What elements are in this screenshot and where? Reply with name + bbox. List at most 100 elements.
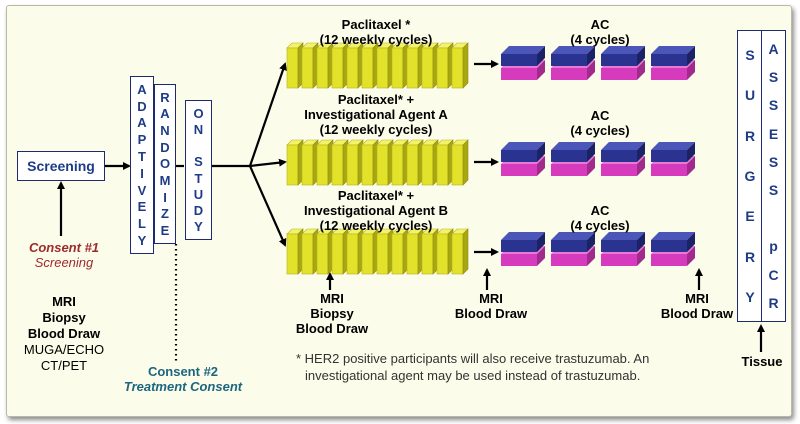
paclitaxel-cycle [421,228,439,275]
timepoint-line: Biopsy [310,306,354,321]
on-study-letter: U [193,186,204,202]
arm-1-title: Paclitaxel * (12 weekly cycles) [296,17,456,47]
adaptively-letter: A [137,81,147,97]
paclitaxel-cycle [331,228,349,275]
footnote: * HER2 positive participants will also r… [296,350,736,384]
paclitaxel-cycle [421,42,439,89]
ac-cycle [501,232,545,266]
arm-title-line: (12 weekly cycles) [319,122,433,137]
procedure-item: Biopsy [42,310,86,325]
paclitaxel-arms [286,42,469,275]
consent-1-title: Consent #1 [28,240,100,255]
paclitaxel-cycle [391,228,409,275]
randomize-letter: N [160,123,170,139]
arm-title-line: (12 weekly cycles) [319,32,433,47]
timepoint-line: Blood Draw [295,321,369,336]
adaptively-letter: P [137,132,147,148]
tissue-label: Tissue [741,354,783,369]
ac-label-line: AC [590,203,610,218]
assess-letter: C [768,266,779,283]
footnote-line-2: investigational agent may be used instea… [305,368,641,383]
baseline-procedures: MRI Biopsy Blood Draw MUGA/ECHO CT/PET [14,294,114,374]
paclitaxel-arm-3 [286,228,469,275]
assess-letter: S [768,69,779,86]
timepoint-line: MRI [685,291,709,306]
adaptively-letter: Y [137,233,147,249]
paclitaxel-cycle [406,228,424,275]
ac-cycle [601,232,645,266]
ac-cycle [651,46,695,80]
arrow-branch-1 [248,62,287,167]
paclitaxel-cycle [301,139,319,186]
paclitaxel-cycle [451,228,469,275]
paclitaxel-cycle [286,139,304,186]
paclitaxel-cycle [421,139,439,186]
ac-label-line: (4 cycles) [570,123,630,138]
paclitaxel-cycle [391,139,409,186]
adaptively-letter: V [137,182,147,198]
arm-title-line: Paclitaxel* + [337,188,415,203]
ac-cycle [501,46,545,80]
timepoint-end: MRI Blood Draw [647,291,747,321]
randomize-letter: E [160,223,170,239]
paclitaxel-cycle [361,228,379,275]
ac-label-line: (4 cycles) [570,218,630,233]
ac-cycle [551,232,595,266]
assess-letter [772,211,776,225]
procedure-item: MRI [52,294,76,309]
paclitaxel-arm-2 [286,139,469,186]
adaptively-letter: E [137,199,147,215]
arm-3-title: Paclitaxel* + Investigational Agent B (1… [286,188,466,233]
arm-title-line: Paclitaxel* + [337,92,415,107]
on-study-letter: D [193,203,204,219]
consent-2-title: Consent #2 [147,364,219,379]
paclitaxel-cycle [406,139,424,186]
paclitaxel-cycle [376,139,394,186]
ac-cycle [601,46,645,80]
timepoint-line: Blood Draw [454,306,528,321]
assess-letter: p [769,238,778,255]
adaptively-letter: L [138,216,146,232]
paclitaxel-cycle [376,42,394,89]
paclitaxel-cycle [301,228,319,275]
ac-arm-3 [501,232,695,266]
surgery-letter: Y [745,288,755,305]
assess-letter: S [768,97,779,114]
paclitaxel-cycle [301,42,319,89]
arrow-branch-2 [249,158,287,168]
paclitaxel-cycle [331,139,349,186]
ac-cycle [651,142,695,176]
paclitaxel-cycle [391,42,409,89]
on-study-letter: S [194,154,203,170]
surgery-letter: G [744,167,756,184]
paclitaxel-cycle [346,139,364,186]
paclitaxel-cycle [436,139,454,186]
paclitaxel-arm-1 [286,42,469,89]
consent-1: Consent #1 Screening [14,240,114,270]
timepoint-line: MRI [479,291,503,306]
randomize-letter: I [163,189,167,205]
paclitaxel-cycle [436,228,454,275]
paclitaxel-cycle [361,139,379,186]
surgery-letter: R [744,248,756,265]
paclitaxel-cycle [451,42,469,89]
paclitaxel-cycle [376,228,394,275]
timepoint-mid: MRI Blood Draw [441,291,541,321]
consent-2: Consent #2 Treatment Consent [113,364,253,394]
paclitaxel-cycle [286,42,304,89]
adaptively-letter: D [137,98,147,114]
ac-cycle [651,232,695,266]
adaptively-letter: I [140,165,144,181]
assess-letter: E [768,125,779,142]
paclitaxel-cycle [286,228,304,275]
paclitaxel-cycle [451,139,469,186]
consent-2-subtitle: Treatment Consent [123,379,243,394]
ac-cycle [551,46,595,80]
ac-label-2: AC (4 cycles) [560,108,640,138]
adaptively-letter: T [138,149,146,165]
assess-letter: S [768,182,779,199]
randomize-letter: A [160,106,170,122]
